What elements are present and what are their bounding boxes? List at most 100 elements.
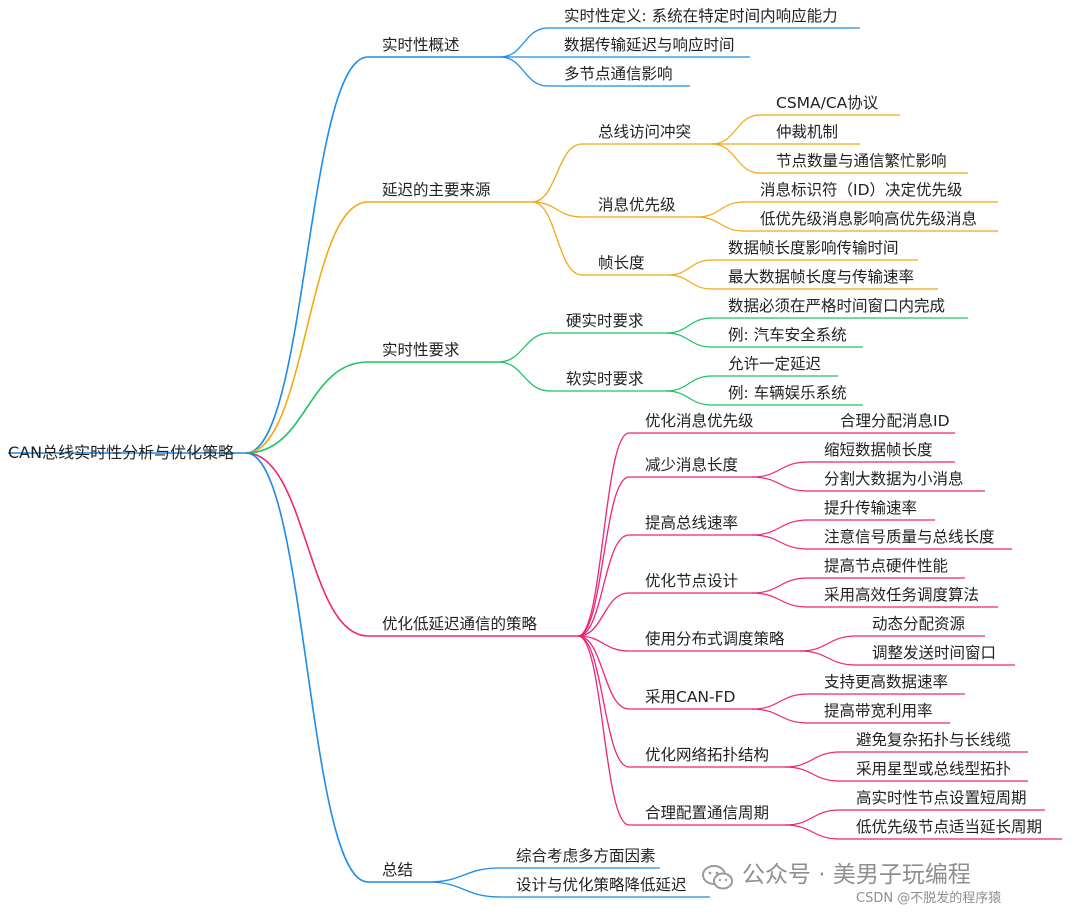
child-node-b1c1[interactable]: 实时性定义: 系统在特定时间内响应能力 <box>564 7 838 25</box>
child-connector-b4c6 <box>577 635 630 710</box>
child-connector-b4c8 <box>577 635 630 826</box>
leaf-node-b4c4l2[interactable]: 采用高效任务调度算法 <box>824 586 980 604</box>
wechat-icon <box>702 865 733 890</box>
leaf-connector-b2c3l1 <box>667 259 713 276</box>
leaf-node-b2c3l2[interactable]: 最大数据帧长度与传输速率 <box>728 268 915 286</box>
leaf-connector-b3c1l1 <box>665 317 713 334</box>
leaf-connector-b4c2l1 <box>751 461 809 478</box>
child-node-b4c4[interactable]: 优化节点设计 <box>645 572 739 590</box>
branch-connector-b4 <box>245 452 369 637</box>
leaf-connector-b4c5l1 <box>799 635 857 652</box>
child-node-b4c8[interactable]: 合理配置通信周期 <box>645 804 770 822</box>
leaf-connector-b4c4l1 <box>751 577 809 594</box>
child-connector-b4c5 <box>577 635 630 652</box>
leaf-node-b4c6l1[interactable]: 支持更高数据速率 <box>824 673 949 691</box>
leaf-connector-b3c2l2 <box>665 390 713 406</box>
child-node-b4c7[interactable]: 优化网络拓扑结构 <box>645 746 770 764</box>
child-connector-b2c1 <box>531 143 583 203</box>
branch-node-b4[interactable]: 优化低延迟通信的策略 <box>382 615 538 633</box>
child-connector-b3c1 <box>497 332 551 363</box>
child-node-b2c1[interactable]: 总线访问冲突 <box>598 123 692 141</box>
child-connector-b2c3 <box>531 201 583 276</box>
child-connector-b4c7 <box>577 635 630 768</box>
child-node-b4c3[interactable]: 提高总线速率 <box>645 514 739 532</box>
branch-node-b1[interactable]: 实时性概述 <box>382 36 460 54</box>
leaf-connector-b2c1l1 <box>711 114 761 145</box>
branch-node-b3[interactable]: 实时性要求 <box>382 341 460 359</box>
child-node-b4c5[interactable]: 使用分布式调度策略 <box>645 630 785 648</box>
child-connector-b3c2 <box>497 361 551 392</box>
leaf-node-b4c5l2[interactable]: 调整发送时间窗口 <box>872 644 997 662</box>
child-node-b5c2[interactable]: 设计与优化策略降低延迟 <box>516 876 687 894</box>
leaf-node-b2c2l2[interactable]: 低优先级消息影响高优先级消息 <box>760 210 978 228</box>
child-connector-b5c2 <box>427 881 501 898</box>
child-node-b3c2[interactable]: 软实时要求 <box>566 370 644 388</box>
branch-connector-b1 <box>245 56 369 454</box>
leaf-connector-b4c3l1 <box>751 519 809 536</box>
leaf-connector-b4c8l2 <box>784 824 841 840</box>
child-connector-b5c1 <box>427 867 501 883</box>
leaf-node-b4c3l2[interactable]: 注意信号质量与总线长度 <box>824 528 995 546</box>
root-node[interactable]: CAN总线实时性分析与优化策略 <box>8 443 235 462</box>
child-connector-b4c2 <box>577 476 630 637</box>
leaf-node-b4c8l2[interactable]: 低优先级节点适当延长周期 <box>856 818 1043 836</box>
leaf-node-b4c3l1[interactable]: 提升传输速率 <box>824 499 918 517</box>
child-node-b4c2[interactable]: 减少消息长度 <box>645 456 739 474</box>
leaf-node-b2c2l1[interactable]: 消息标识符（ID）决定优先级 <box>760 181 963 199</box>
leaf-node-b3c1l2[interactable]: 例: 汽车安全系统 <box>728 326 847 344</box>
child-node-b2c2[interactable]: 消息优先级 <box>598 196 676 214</box>
leaf-node-b4c2l1[interactable]: 缩短数据帧长度 <box>824 441 933 459</box>
leaf-node-b3c1l1[interactable]: 数据必须在严格时间窗口内完成 <box>728 297 946 315</box>
child-node-b3c1[interactable]: 硬实时要求 <box>566 312 644 330</box>
leaf-connector-b3c2l1 <box>665 375 713 392</box>
leaf-node-b2c3l1[interactable]: 数据帧长度影响传输时间 <box>728 239 899 257</box>
leaf-node-b4c2l2[interactable]: 分割大数据为小消息 <box>824 470 964 488</box>
child-connector-b4c1 <box>577 432 630 637</box>
leaf-connector-b4c6l2 <box>751 708 809 724</box>
leaf-node-b4c4l1[interactable]: 提高节点硬件性能 <box>824 557 949 575</box>
leaf-node-b3c2l2[interactable]: 例: 车辆娱乐系统 <box>728 384 847 402</box>
leaf-connector-b4c2l2 <box>751 476 809 492</box>
leaf-node-b4c5l1[interactable]: 动态分配资源 <box>872 615 966 633</box>
leaf-node-b4c7l2[interactable]: 采用星型或总线型拓扑 <box>856 760 1012 778</box>
leaf-node-b4c7l1[interactable]: 避免复杂拓扑与长线缆 <box>856 731 1012 749</box>
leaf-connector-b2c2l1 <box>696 201 745 218</box>
leaf-connector-b4c8l1 <box>784 809 841 826</box>
leaf-node-b4c6l2[interactable]: 提高带宽利用率 <box>824 702 933 720</box>
child-node-b2c3[interactable]: 帧长度 <box>598 254 645 272</box>
leaf-connector-b2c2l2 <box>696 216 745 232</box>
leaf-connector-b4c3l2 <box>751 534 809 550</box>
child-connector-b4c4 <box>577 592 630 637</box>
leaf-connector-b4c5l2 <box>799 650 857 666</box>
leaf-node-b2c1l2[interactable]: 仲裁机制 <box>776 123 839 141</box>
branch-connector-b2 <box>245 201 369 454</box>
watermark-wechat-text: 公众号 · 美男子玩编程 <box>742 862 971 888</box>
leaf-node-b4c8l1[interactable]: 高实时性节点设置短周期 <box>856 789 1027 807</box>
branch-node-b5[interactable]: 总结 <box>382 861 414 879</box>
leaf-node-b2c1l3[interactable]: 节点数量与通信繁忙影响 <box>776 152 947 170</box>
child-node-b4c1[interactable]: 优化消息优先级 <box>645 412 754 430</box>
leaf-node-b2c1l1[interactable]: CSMA/CA协议 <box>776 94 879 112</box>
leaf-connector-b4c4l2 <box>751 592 809 608</box>
child-connector-b1c3 <box>499 56 549 87</box>
leaf-connector-b4c7l2 <box>784 766 841 782</box>
child-connector-b1c1 <box>499 27 549 58</box>
child-connector-b2c2 <box>531 201 583 218</box>
branch-connector-b5 <box>245 452 369 883</box>
branch-node-b2[interactable]: 延迟的主要来源 <box>382 181 491 199</box>
watermark-csdn-text: CSDN @不脱发的程序猿 <box>856 891 1002 906</box>
leaf-connector-b4c6l1 <box>751 693 809 710</box>
leaf-node-b3c2l1[interactable]: 允许一定延迟 <box>728 355 822 373</box>
leaf-connector-b4c7l1 <box>784 751 841 768</box>
leaf-connector-b3c1l2 <box>665 332 713 348</box>
child-node-b1c2[interactable]: 数据传输延迟与响应时间 <box>564 36 735 54</box>
leaf-connector-b2c1l3 <box>711 143 761 174</box>
branch-connector-b3 <box>245 361 369 454</box>
leaf-connector-b2c3l2 <box>667 274 713 290</box>
child-node-b1c3[interactable]: 多节点通信影响 <box>564 65 673 83</box>
child-node-b4c6[interactable]: 采用CAN-FD <box>645 688 736 706</box>
child-node-b5c1[interactable]: 综合考虑多方面因素 <box>516 847 656 865</box>
leaf-node-b4c1l1[interactable]: 合理分配消息ID <box>840 412 950 430</box>
